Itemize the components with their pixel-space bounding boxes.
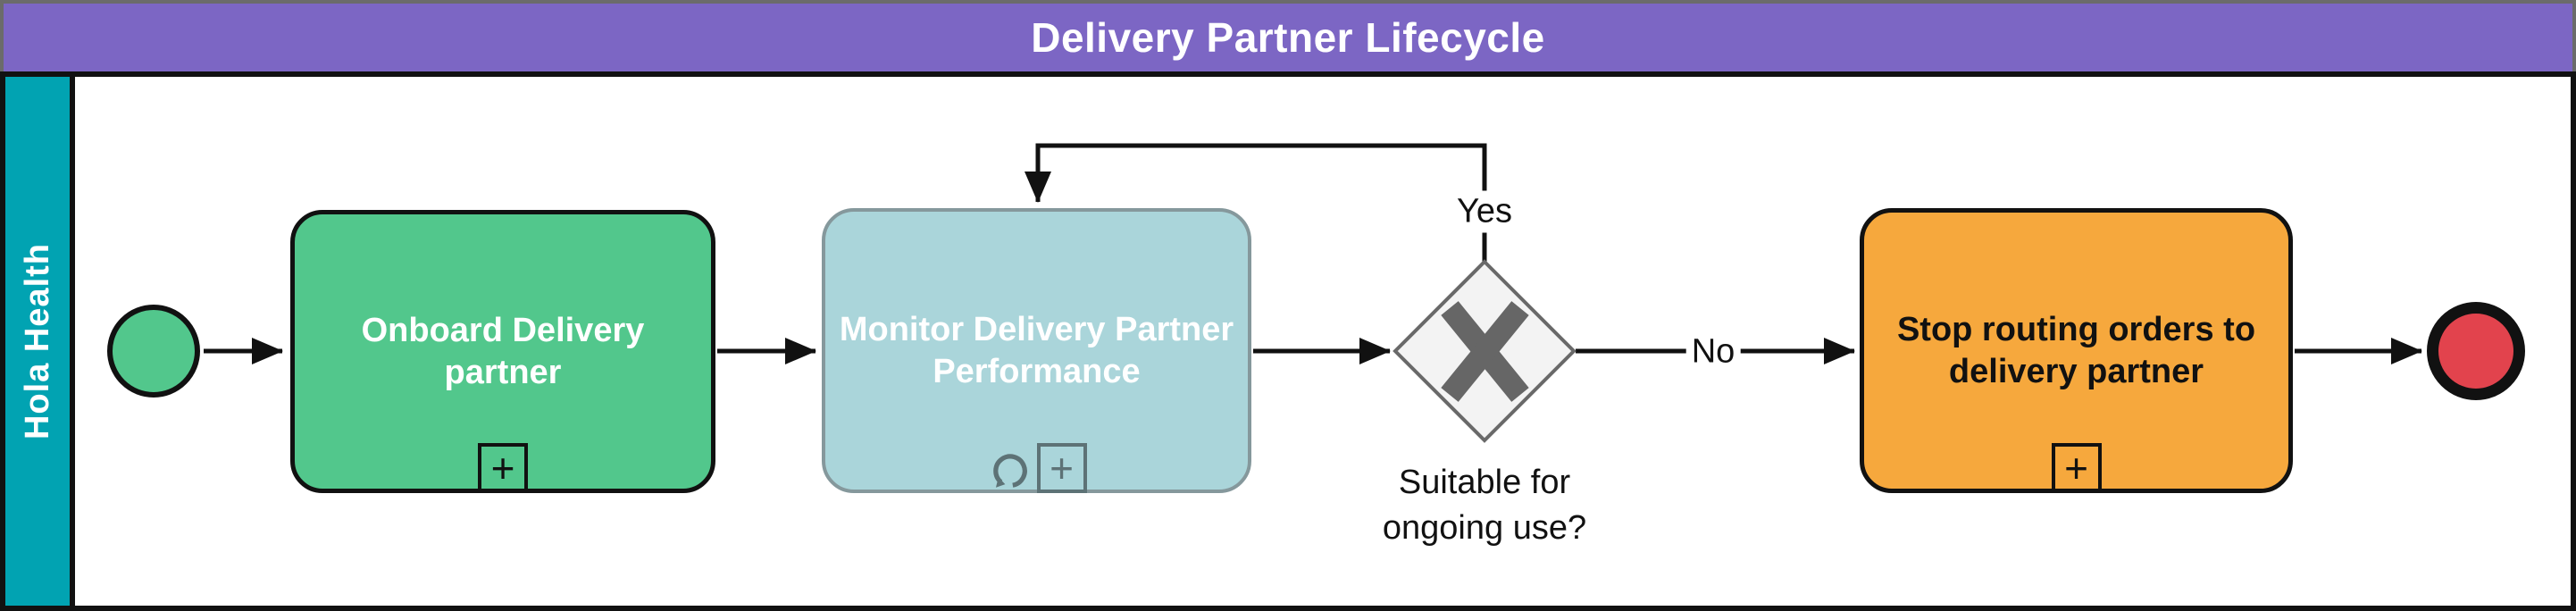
subprocess-plus-icon[interactable]: + xyxy=(478,443,528,493)
flow-label-no: No xyxy=(1685,331,1741,373)
pool-hola-health: Hola Health xyxy=(0,71,2576,611)
exclusive-gateway[interactable] xyxy=(1393,259,1577,443)
loop-icon xyxy=(987,445,1033,493)
task-label: Stop routing orders to delivery partner xyxy=(1896,311,2256,390)
page-title: Delivery Partner Lifecycle xyxy=(1031,14,1545,61)
start-event[interactable] xyxy=(107,305,200,398)
subprocess-plus-icon[interactable]: + xyxy=(2051,443,2102,493)
flow-label-yes: Yes xyxy=(1451,190,1518,233)
task-onboard-delivery-partner[interactable]: Onboard Delivery partner + xyxy=(290,210,715,493)
task-label: Onboard Delivery partner xyxy=(361,312,645,391)
task-stop-routing-orders[interactable]: Stop routing orders to delivery partner … xyxy=(1860,208,2293,493)
x-gateway-icon xyxy=(1441,301,1529,402)
lane-label-strip: Hola Health xyxy=(5,77,75,606)
end-event[interactable] xyxy=(2427,302,2525,400)
task-label: Monitor Delivery Partner Performance xyxy=(839,311,1234,390)
task-monitor-delivery-partner-performance[interactable]: Monitor Delivery Partner Performance + xyxy=(822,208,1251,493)
diagram-header: Delivery Partner Lifecycle xyxy=(0,0,2576,71)
gateway-question-label: Suitable for ongoing use? xyxy=(1382,464,1587,548)
subprocess-plus-icon[interactable]: + xyxy=(1036,443,1087,493)
